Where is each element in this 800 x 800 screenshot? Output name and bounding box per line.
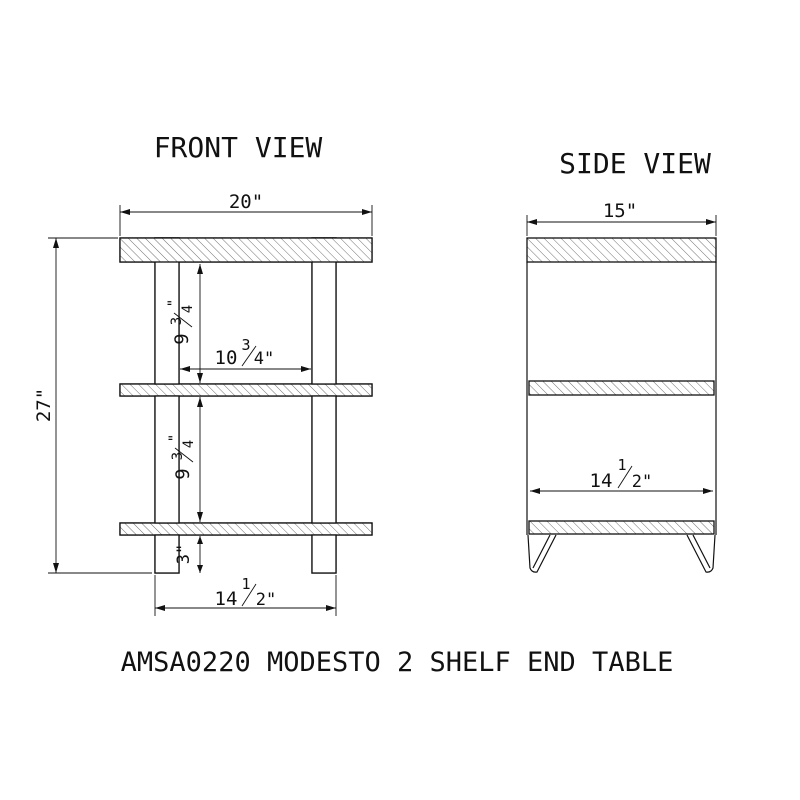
dim-front-leg-span: 14 1 2" bbox=[154, 575, 337, 616]
dim-upper-gap-inch: " bbox=[166, 299, 182, 307]
drawing-caption: AMSA0220 MODESTO 2 SHELF END TABLE bbox=[121, 647, 674, 678]
dim-leg-span-whole: 14 bbox=[215, 588, 238, 610]
side-top-board bbox=[526, 237, 717, 263]
side-left-leg-inner bbox=[532, 534, 551, 569]
dim-front-inner-width: 10 3 4" bbox=[180, 336, 311, 372]
dim-lower-gap-whole: 9 bbox=[172, 468, 194, 479]
dim-lower-gap-inch: " bbox=[167, 434, 183, 442]
dim-front-width: 20" bbox=[119, 191, 373, 236]
dim-inner-width-whole: 10 bbox=[215, 347, 238, 369]
dim-front-height-label: 27" bbox=[33, 388, 55, 422]
dim-lower-gap-num: 3 bbox=[170, 452, 186, 460]
front-top-board-overlay bbox=[119, 237, 373, 263]
front-bottom-shelf-overlay bbox=[119, 522, 373, 536]
front-view: 20" 27" 9 3 4 " bbox=[33, 191, 373, 616]
dim-side-shelf-span: 14 1 2" bbox=[530, 456, 713, 494]
dim-leg-span-den: 2" bbox=[256, 590, 276, 610]
side-view: 15" 14 1 2" bbox=[526, 200, 717, 573]
front-right-leg-mid bbox=[311, 395, 337, 524]
dim-side-span-den: 2" bbox=[632, 472, 652, 492]
dim-floor-gap-label: 3" bbox=[174, 544, 194, 564]
dim-front-lower-gap: 9 3 4 " bbox=[167, 397, 203, 522]
side-bottom-shelf bbox=[528, 520, 715, 535]
front-left-leg-lower bbox=[154, 534, 180, 574]
dim-upper-gap-num: 3 bbox=[169, 317, 185, 325]
side-right-leg bbox=[686, 534, 716, 573]
dim-front-floor-gap: 3" bbox=[174, 536, 203, 573]
dim-upper-gap-den: 4 bbox=[180, 305, 196, 313]
front-middle-shelf-overlay bbox=[119, 383, 373, 397]
dim-lower-gap-den: 4 bbox=[181, 440, 197, 448]
dim-side-depth-label: 15" bbox=[603, 200, 637, 222]
side-view-title: SIDE VIEW bbox=[559, 147, 711, 180]
dim-upper-gap-whole: 9 bbox=[171, 333, 193, 344]
dim-front-upper-gap: 9 3 4 " bbox=[166, 264, 203, 383]
side-right-leg-inner bbox=[692, 534, 711, 569]
dim-side-depth: 15" bbox=[526, 200, 717, 236]
dim-inner-width-den: 4" bbox=[254, 349, 274, 369]
side-middle-shelf bbox=[528, 380, 715, 396]
dim-inner-width-num: 3 bbox=[241, 336, 250, 354]
dim-leg-span-num: 1 bbox=[241, 575, 250, 593]
front-right-leg-lower bbox=[311, 534, 337, 574]
dim-front-width-label: 20" bbox=[229, 191, 263, 213]
front-left-leg-mid bbox=[154, 395, 180, 524]
side-left-leg bbox=[527, 534, 557, 573]
dim-side-span-num: 1 bbox=[617, 456, 626, 474]
front-view-title: FRONT VIEW bbox=[154, 131, 323, 164]
dim-front-height: 27" bbox=[33, 237, 152, 574]
dim-side-span-whole: 14 bbox=[590, 470, 613, 492]
